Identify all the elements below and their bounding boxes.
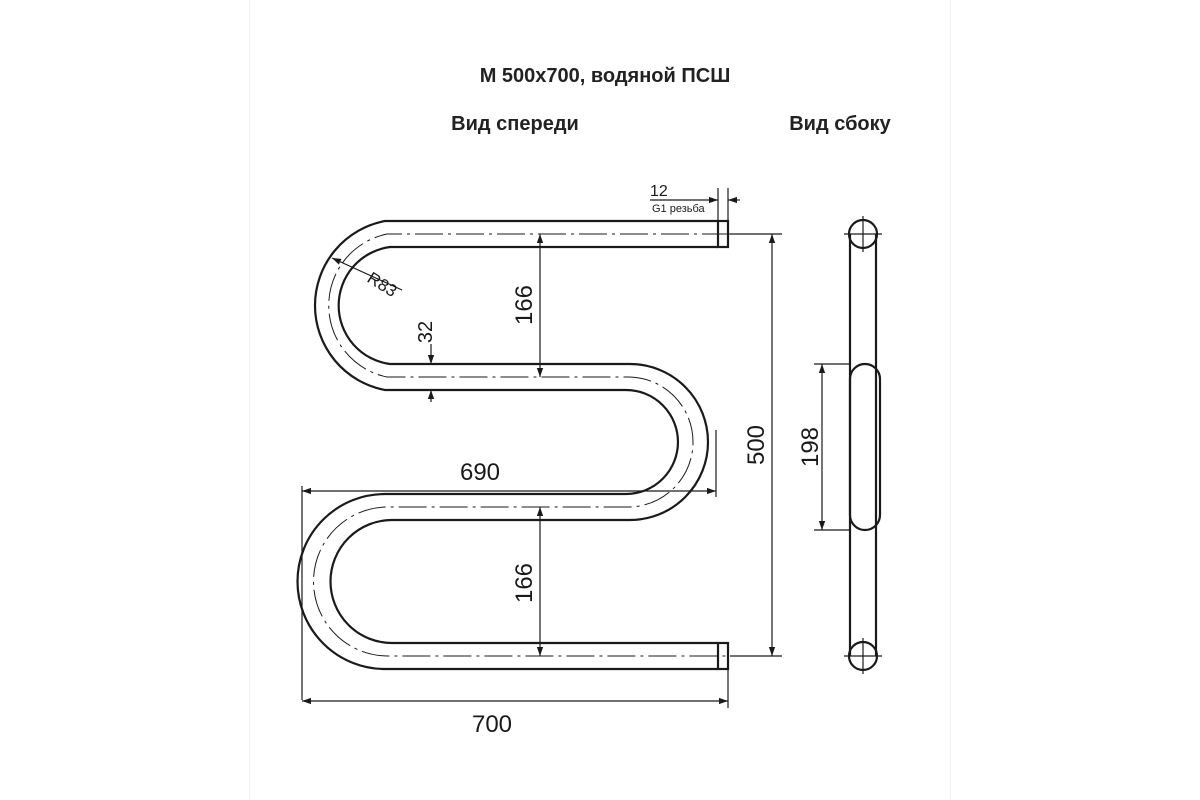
dim-side-198: 198	[797, 427, 824, 467]
thread-end-bottom	[716, 641, 730, 671]
drawing-title: М 500х700, водяной ПСШ	[480, 65, 731, 87]
front-view: 12 G1 резьба R83 32 166 166 690 500 700	[296, 183, 782, 738]
dim-thread-label: G1 резьба	[652, 203, 706, 215]
dim-gap-top: 166	[511, 285, 538, 325]
dim-gap-bottom: 166	[511, 563, 538, 603]
pipe-outer-contour	[296, 219, 718, 671]
pipe-inner-contour	[329, 245, 718, 645]
side-pipe-bend	[848, 362, 882, 532]
dim-pipe-offset: 32	[415, 321, 437, 343]
side-view: 198	[797, 216, 882, 674]
front-view-heading: Вид спереди	[451, 113, 579, 135]
thread-end-top	[716, 219, 730, 249]
dim-thread-12: 12	[650, 183, 668, 200]
dim-width-690: 690	[460, 459, 500, 486]
side-view-heading: Вид сбоку	[789, 113, 891, 135]
dim-width-700: 700	[472, 711, 512, 738]
pipe-centerline	[313, 233, 730, 657]
dim-height-500: 500	[743, 425, 770, 465]
dim-radius: R83	[364, 268, 401, 301]
